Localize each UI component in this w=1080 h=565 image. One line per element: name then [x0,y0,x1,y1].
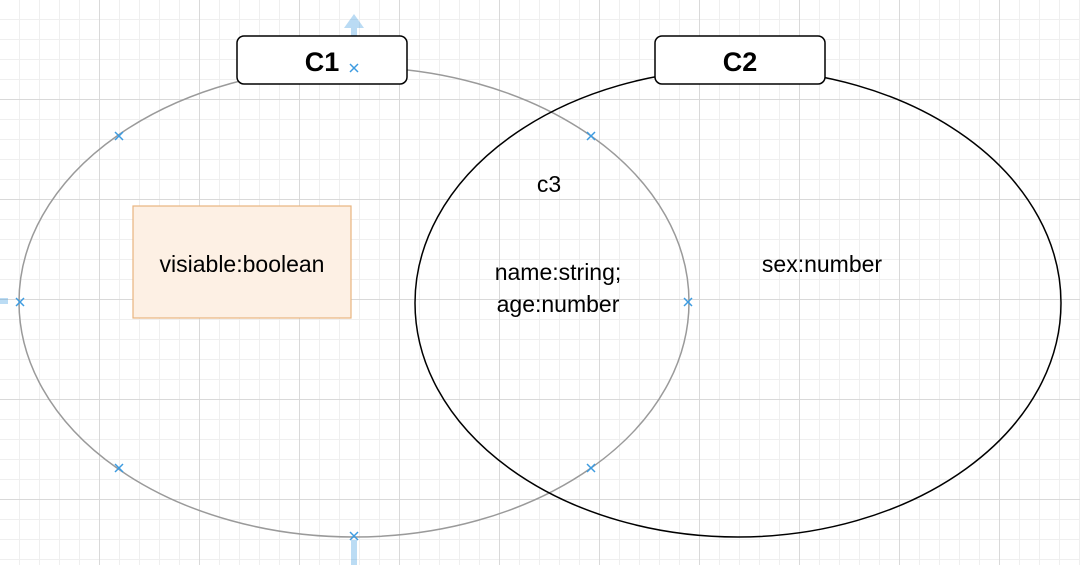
resize-handle-icon[interactable] [586,131,596,141]
c1-attribute-box[interactable]: visiable:boolean [132,205,352,319]
c2-title: C2 [723,47,758,77]
connection-arrow-icon[interactable] [0,298,8,304]
resize-handle-icon[interactable] [114,463,124,473]
resize-handle-icon[interactable] [683,297,693,307]
c2-title-box[interactable]: C2 [654,35,826,85]
resize-handle-icon[interactable] [114,131,124,141]
resize-handle-icon[interactable] [586,463,596,473]
c1-attribute-text: visiable:boolean [160,251,325,277]
selection-handles[interactable] [15,63,693,541]
resize-handle-icon[interactable] [349,531,359,541]
c2-attribute-text: sex:number [762,251,883,277]
connection-arrow-icon[interactable] [351,540,357,565]
c1-title-box[interactable]: C1 [236,35,408,85]
resize-handle-icon[interactable] [15,297,25,307]
c3-title: c3 [537,171,561,197]
c1-title: C1 [305,47,340,77]
c3-attribute-name: name:string; [495,259,622,285]
c3-attribute-age: age:number [497,291,620,317]
resize-handle-icon[interactable] [349,63,359,73]
